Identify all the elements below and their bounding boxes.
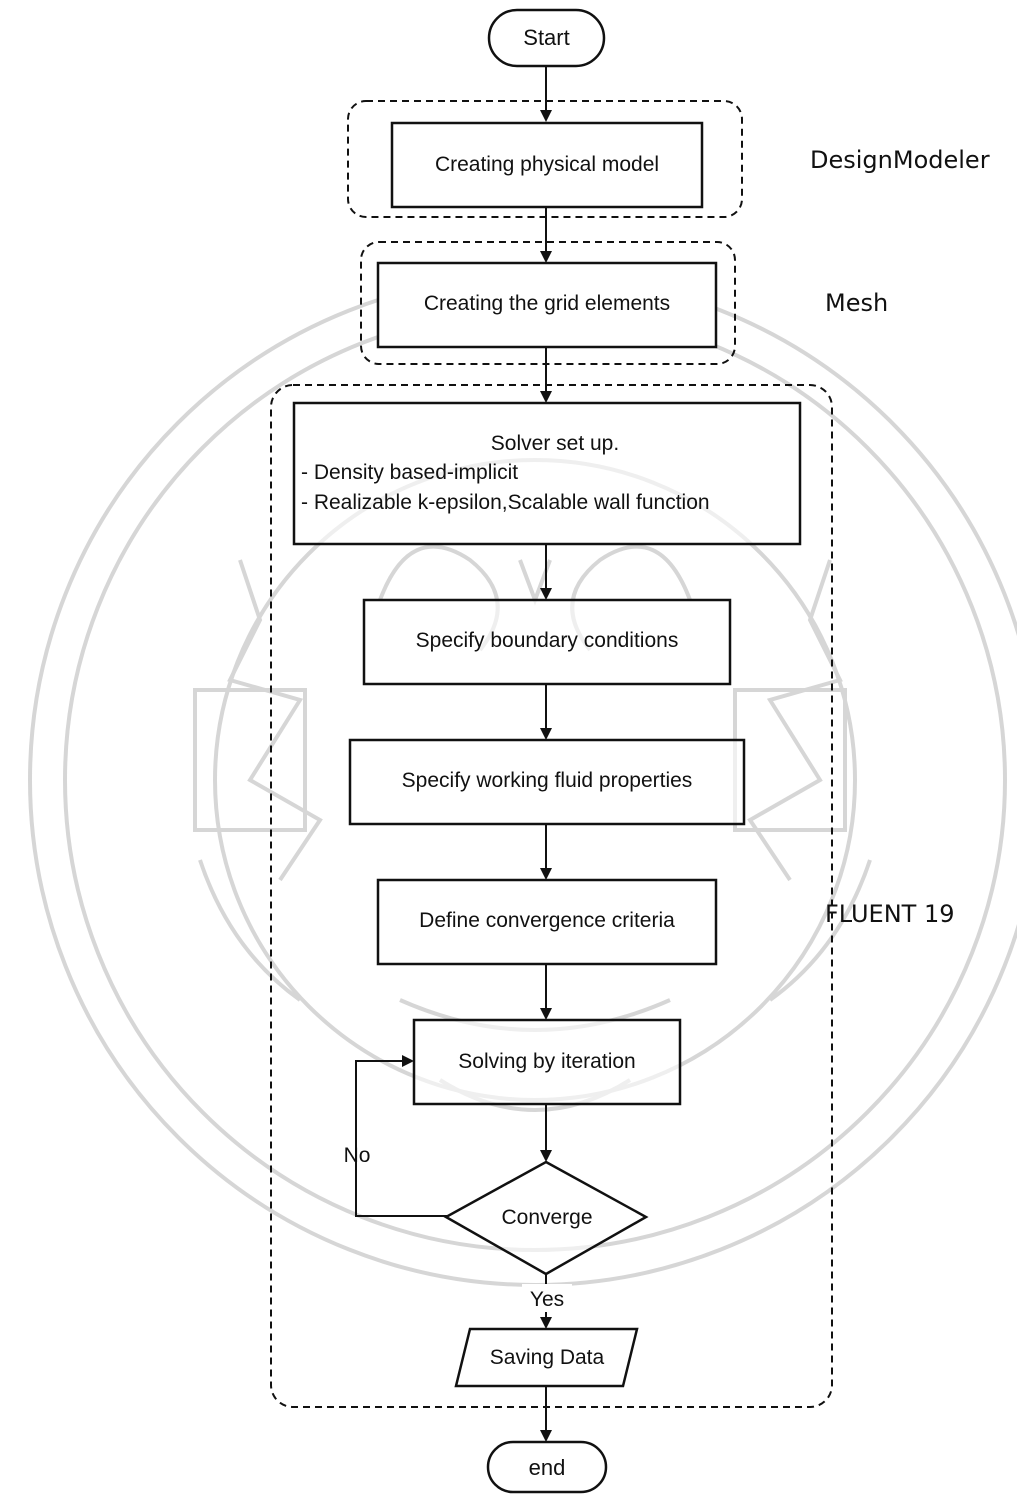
convergence-label: Define convergence criteria [419, 909, 675, 932]
fluent-group-label: FLUENT 19 [825, 900, 955, 928]
decision-node: Converge [443, 1160, 649, 1276]
boundary-label: Specify boundary conditions [416, 629, 679, 652]
save-label: Saving Data [490, 1346, 605, 1369]
mesh-group-box [360, 241, 736, 365]
iteration-label: Solving by iteration [458, 1050, 635, 1073]
solver-node: Solver set up. - Density based-implicit … [292, 401, 802, 546]
connector-no-loop [355, 1055, 448, 1217]
save-node: Saving Data [454, 1327, 639, 1388]
start-label: Start [523, 25, 569, 50]
grid-node: Creating the grid elements [376, 261, 718, 349]
solver-line-2: - Realizable k-epsilon,Scalable wall fun… [301, 491, 710, 514]
physical-model-label: Creating physical model [435, 153, 659, 176]
solver-line-1: - Density based-implicit [301, 461, 518, 484]
end-node: end [486, 1440, 608, 1494]
iteration-node: Solving by iteration [412, 1018, 682, 1106]
start-node: Start [487, 8, 606, 68]
yes-branch-label: Yes [530, 1288, 564, 1311]
physical-model-node: Creating physical model [390, 121, 704, 209]
no-branch-label: No [344, 1144, 371, 1167]
design-group-label: DesignModeler [810, 146, 990, 174]
yes-label-backdrop [522, 1284, 572, 1312]
end-label: end [529, 1455, 566, 1480]
fluid-label: Specify working fluid properties [402, 769, 693, 792]
mesh-group-label: Mesh [825, 289, 888, 317]
fluent-group-box [270, 384, 833, 1408]
fluid-node: Specify working fluid properties [348, 738, 746, 826]
decision-label: Converge [501, 1206, 592, 1229]
convergence-node: Define convergence criteria [376, 878, 718, 966]
connectors [355, 66, 552, 1442]
boundary-node: Specify boundary conditions [362, 598, 732, 686]
solver-title: Solver set up. [491, 432, 619, 455]
grid-label: Creating the grid elements [424, 292, 670, 315]
